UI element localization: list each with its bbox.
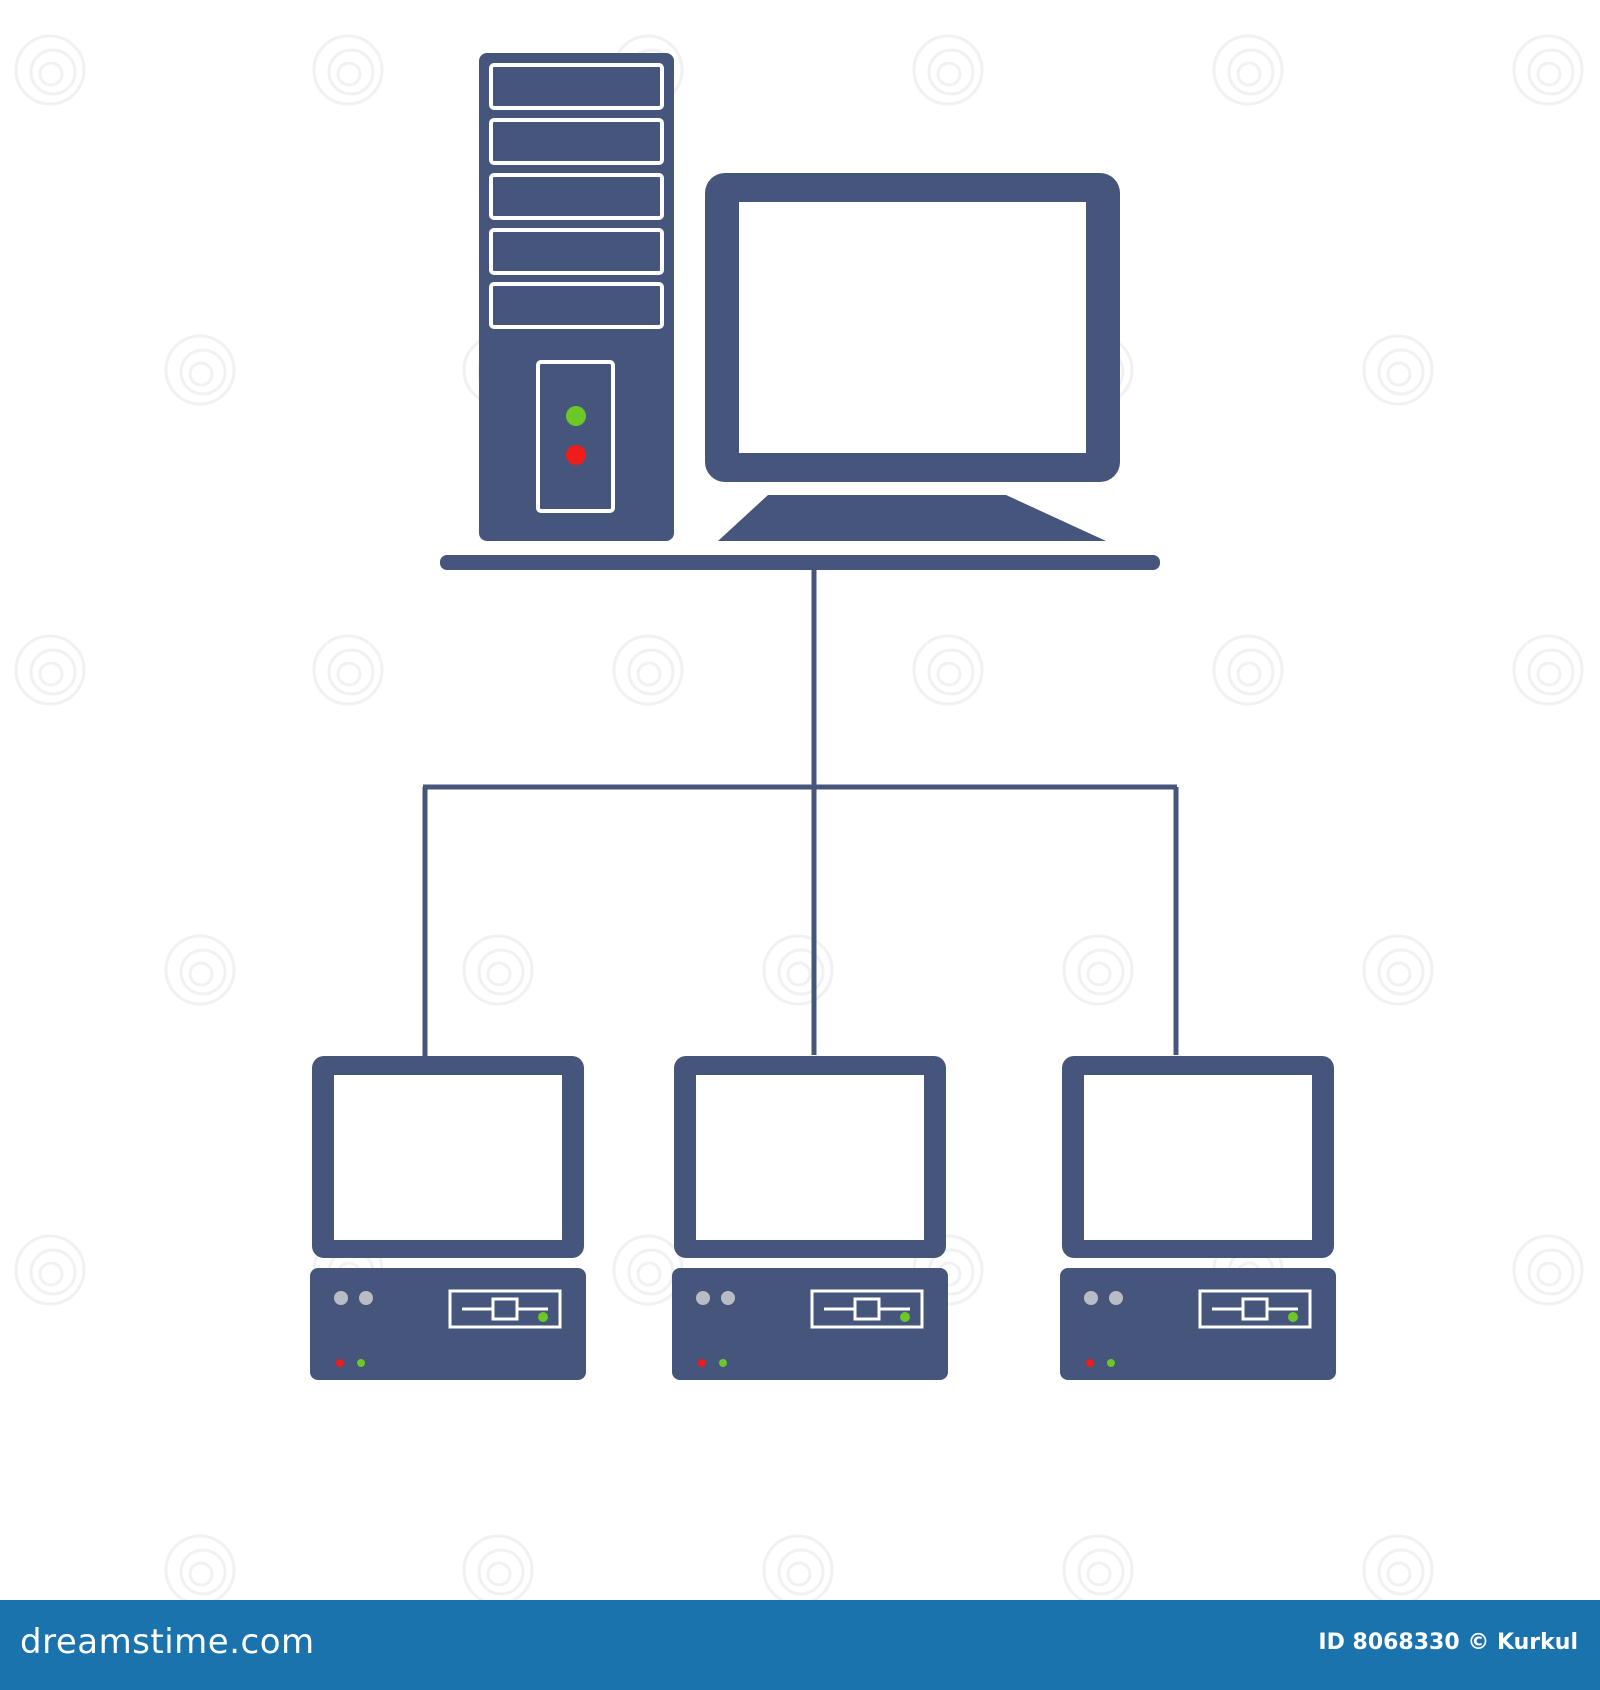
- monitor-stand: [718, 495, 1106, 541]
- status-led-red: [698, 1359, 706, 1367]
- watermark-spiral-icon: [1512, 34, 1584, 106]
- client-desktop-case: [1060, 1268, 1336, 1380]
- watermark-spiral-icon: [14, 34, 86, 106]
- disk-drive-slot: [448, 1289, 562, 1329]
- status-led-green: [1107, 1359, 1115, 1367]
- client-screen: [1084, 1075, 1312, 1240]
- client-computer-icon: [672, 1056, 948, 1380]
- drive-led-green: [1288, 1312, 1298, 1322]
- watermark-spiral-icon: [1062, 934, 1134, 1006]
- image-credit: ID 8068330 © Kurkul: [1318, 1630, 1578, 1655]
- drive-led-green: [538, 1312, 548, 1322]
- case-button: [359, 1291, 373, 1305]
- monitor-icon: [705, 173, 1120, 541]
- status-led-green: [357, 1359, 365, 1367]
- watermark-spiral-icon: [1512, 1234, 1584, 1306]
- drive-bay: [489, 228, 664, 275]
- client-screen: [696, 1075, 924, 1240]
- watermark-spiral-icon: [912, 34, 984, 106]
- watermark-spiral-icon: [14, 634, 86, 706]
- watermark-spiral-icon: [312, 634, 384, 706]
- case-button: [696, 1291, 710, 1305]
- drive-bays: [489, 63, 664, 329]
- watermark-layer: [14, 34, 1584, 1600]
- watermark-spiral-icon: [1512, 634, 1584, 706]
- watermark-spiral-icon: [762, 934, 834, 1006]
- watermark-spiral-icon: [312, 34, 384, 106]
- network-diagram: [14, 34, 1584, 1600]
- power-led-red: [566, 445, 586, 465]
- watermark-spiral-icon: [1362, 934, 1434, 1006]
- client-computers: [310, 1056, 1336, 1380]
- drive-bay: [489, 118, 664, 165]
- status-led-red: [336, 1359, 344, 1367]
- watermark-spiral-icon: [1362, 1534, 1434, 1600]
- power-led-green: [566, 406, 586, 426]
- watermark-spiral-icon: [762, 1534, 834, 1600]
- server-tower-icon: [479, 53, 674, 541]
- watermark-spiral-icon: [912, 634, 984, 706]
- monitor-screen: [739, 202, 1086, 453]
- case-button: [334, 1291, 348, 1305]
- watermark-spiral-icon: [1362, 334, 1434, 406]
- drive-bay: [489, 282, 664, 329]
- status-led-red: [1086, 1359, 1094, 1367]
- watermark-spiral-icon: [14, 1234, 86, 1306]
- case-button: [1109, 1291, 1123, 1305]
- disk-drive-slot: [810, 1289, 924, 1329]
- drive-bay: [489, 63, 664, 110]
- client-computer-icon: [1060, 1056, 1336, 1380]
- client-desktop-case: [672, 1268, 948, 1380]
- status-led-green: [719, 1359, 727, 1367]
- watermark-spiral-icon: [462, 934, 534, 1006]
- client-desktop-case: [310, 1268, 586, 1380]
- watermark-spiral-icon: [462, 1534, 534, 1600]
- client-screen: [334, 1075, 562, 1240]
- watermark-spiral-icon: [1212, 634, 1284, 706]
- stock-footer-bar: dreamstime.com ID 8068330 © Kurkul: [0, 1600, 1600, 1690]
- case-button: [721, 1291, 735, 1305]
- disk-drive-slot: [1198, 1289, 1312, 1329]
- drive-led-green: [900, 1312, 910, 1322]
- watermark-spiral-icon: [612, 1234, 684, 1306]
- network-connections: [422, 563, 1179, 1057]
- server-shelf: [440, 555, 1160, 570]
- power-panel: [536, 360, 615, 513]
- watermark-spiral-icon: [164, 934, 236, 1006]
- watermark-spiral-icon: [164, 1534, 236, 1600]
- stock-site-logo[interactable]: dreamstime.com: [20, 1622, 315, 1662]
- case-button: [1084, 1291, 1098, 1305]
- watermark-spiral-icon: [1062, 1534, 1134, 1600]
- client-computer-icon: [310, 1056, 586, 1380]
- watermark-spiral-icon: [164, 334, 236, 406]
- watermark-spiral-icon: [612, 634, 684, 706]
- watermark-spiral-icon: [1212, 34, 1284, 106]
- drive-bay: [489, 173, 664, 220]
